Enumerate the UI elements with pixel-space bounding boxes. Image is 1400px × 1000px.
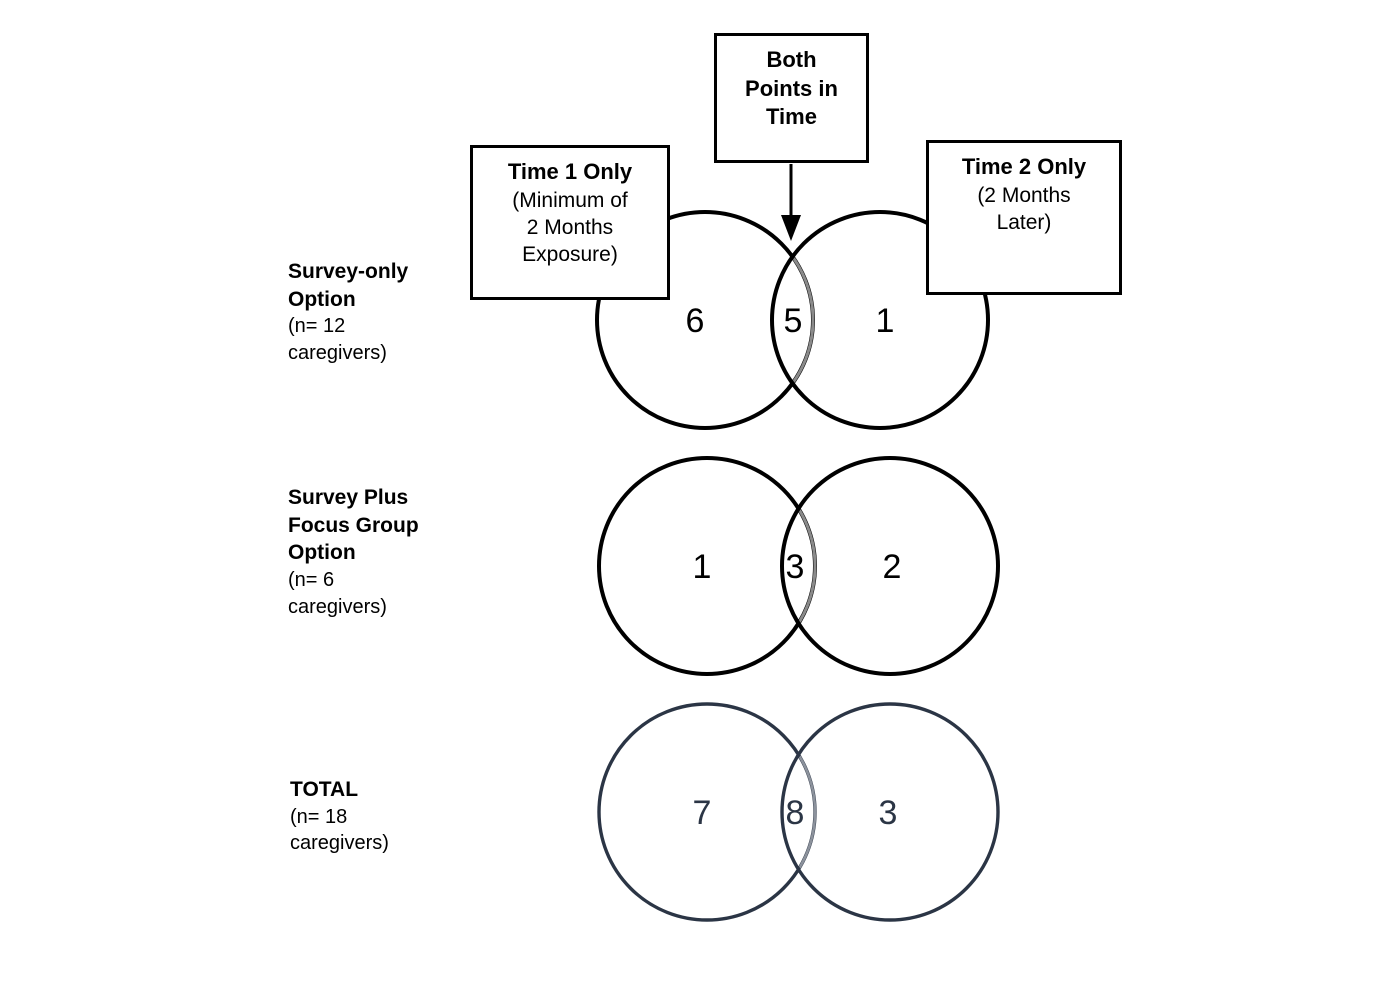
row2-title-line2: Focus Group — [288, 513, 419, 537]
row1-sub-line1: (n= 12 — [288, 315, 346, 338]
venn-row3-overlap-value: 8 — [785, 794, 805, 832]
both-points-arrow — [781, 164, 801, 241]
row1-title-line2: Option — [288, 287, 356, 311]
row2-title-line1: Survey Plus — [288, 486, 409, 509]
row-label-survey-only: Survey-only Option (n= 12 caregivers) — [288, 258, 518, 366]
time2-sub-line1: (2 Months — [977, 183, 1071, 207]
venn-row2-left-value: 1 — [692, 548, 712, 586]
venn-row3-left-value: 7 — [692, 794, 712, 832]
callout-time-1-only: Time 1 Only (Minimum of 2 Months Exposur… — [470, 145, 670, 300]
row2-sub-line2: caregivers) — [288, 595, 387, 618]
time1-title: Time 1 Only — [507, 159, 633, 184]
time2-title: Time 2 Only — [961, 154, 1087, 179]
row1-sub-line2: caregivers) — [288, 341, 387, 364]
venn-row3-right-value: 3 — [878, 794, 898, 832]
row3-sub-line2: caregivers) — [290, 832, 389, 855]
row1-title-line1: Survey-only — [288, 260, 409, 283]
venn-row1-right-value: 1 — [875, 302, 895, 340]
time2-sub-line2: Later) — [996, 210, 1052, 234]
both-line2: Points in — [745, 75, 838, 101]
callout-time-2-only: Time 2 Only (2 Months Later) — [926, 140, 1122, 295]
both-line3: Time — [766, 104, 817, 130]
venn-row2-right-value: 2 — [882, 548, 902, 586]
row-label-total: TOTAL (n= 18 caregivers) — [290, 776, 520, 857]
venn-row1-left-value: 6 — [685, 302, 705, 340]
time1-sub-line2: 2 Months — [526, 215, 614, 239]
row2-sub-line1: (n= 6 — [288, 569, 335, 592]
time1-sub-line1: (Minimum of — [512, 188, 628, 212]
venn-row2-overlap-value: 3 — [785, 548, 805, 586]
callout-both-points-in-time: Both Points in Time — [714, 33, 869, 163]
venn-row1-overlap-value: 5 — [783, 302, 803, 340]
row-label-survey-plus-focus-group: Survey Plus Focus Group Option (n= 6 car… — [288, 484, 518, 620]
row3-sub-line1: (n= 18 — [290, 805, 348, 828]
row2-title-line3: Option — [288, 541, 356, 565]
row3-title-line1: TOTAL — [290, 778, 359, 801]
time1-sub-line3: Exposure) — [522, 243, 618, 267]
both-line1: Both — [766, 47, 817, 72]
